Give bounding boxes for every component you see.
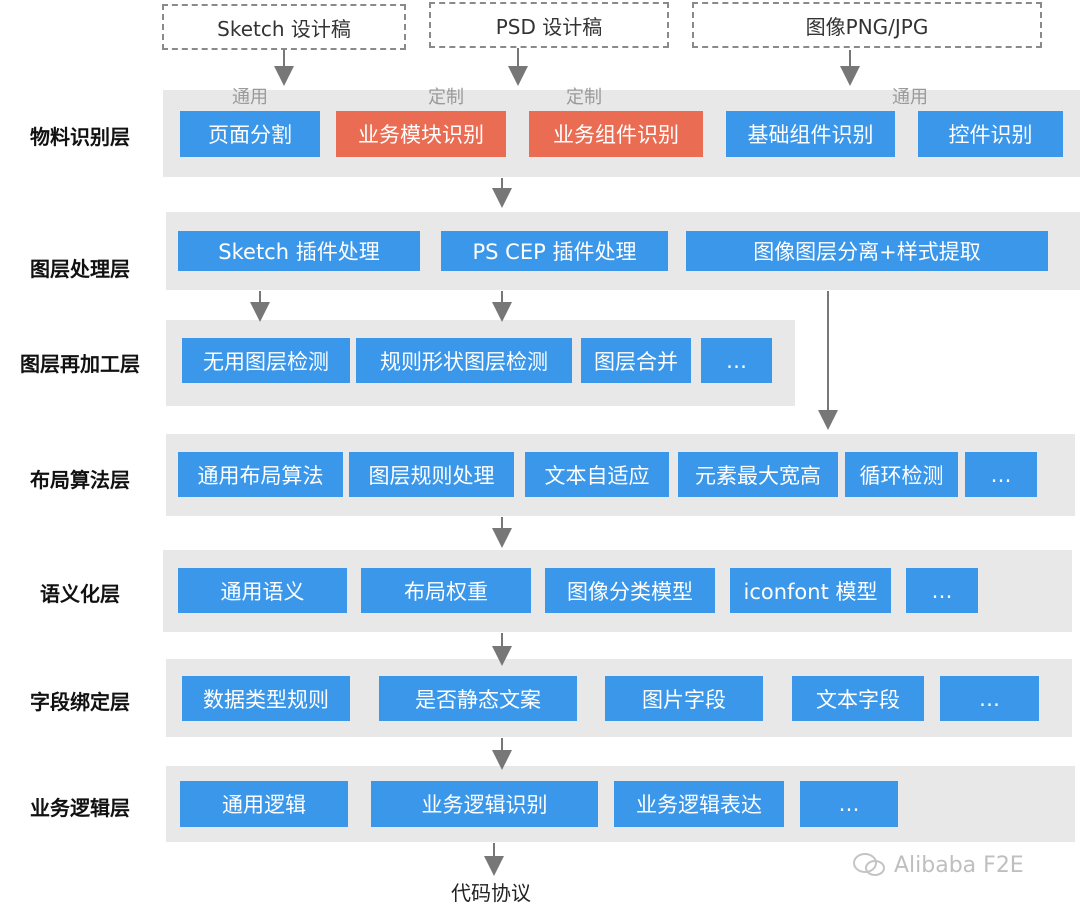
semantic-item: …: [906, 568, 978, 613]
layout-algo-item: 图层规则处理: [349, 452, 514, 497]
layout-algo-item: …: [965, 452, 1037, 497]
output-label: 代码协议: [451, 881, 531, 905]
tag-general-2: 通用: [892, 87, 928, 108]
material-item: 基础组件识别: [726, 111, 895, 157]
reprocess-item: …: [701, 338, 772, 383]
source-image: 图像PNG/JPG: [692, 2, 1042, 48]
semantic-item: 图像分类模型: [545, 568, 715, 613]
field-binding-item: 是否静态文案: [379, 676, 577, 721]
material-item: 业务模块识别: [336, 111, 506, 157]
watermark: Alibaba F2E: [852, 852, 1024, 878]
field-binding-item: …: [940, 676, 1039, 721]
reprocess-item: 规则形状图层检测: [356, 338, 572, 383]
layer-label-reprocess: 图层再加工层: [20, 352, 140, 376]
field-binding-item: 文本字段: [792, 676, 924, 721]
material-item: 页面分割: [180, 111, 320, 157]
reprocess-item: 图层合并: [581, 338, 691, 383]
wechat-icon: [853, 853, 885, 876]
business-logic-item: 通用逻辑: [180, 781, 348, 827]
layer-process-item: 图像图层分离+样式提取: [686, 231, 1048, 271]
business-logic-item: 业务逻辑表达: [614, 781, 784, 827]
tag-general-1: 通用: [232, 87, 268, 108]
layout-algo-item: 通用布局算法: [178, 452, 343, 497]
layer-label-field-binding: 字段绑定层: [30, 690, 130, 714]
field-binding-item: 图片字段: [605, 676, 763, 721]
tag-custom-2: 定制: [566, 87, 602, 108]
source-image-label: 图像PNG/JPG: [805, 14, 929, 39]
business-logic-item: …: [800, 781, 898, 827]
source-psd: PSD 设计稿: [429, 2, 669, 48]
reprocess-item: 无用图层检测: [182, 338, 350, 383]
layer-label-material: 物料识别层: [30, 125, 130, 149]
layer-label-semantic: 语义化层: [40, 582, 120, 606]
semantic-item: iconfont 模型: [730, 568, 891, 613]
source-sketch: Sketch 设计稿: [162, 4, 406, 50]
layer-process-item: PS CEP 插件处理: [441, 231, 668, 271]
material-item: 业务组件识别: [529, 111, 703, 157]
semantic-item: 通用语义: [178, 568, 347, 613]
watermark-text: Alibaba F2E: [894, 852, 1024, 878]
business-logic-item: 业务逻辑识别: [371, 781, 598, 827]
layer-process-item: Sketch 插件处理: [178, 231, 420, 271]
source-psd-label: PSD 设计稿: [495, 14, 603, 39]
layer-label-layer-process: 图层处理层: [30, 257, 130, 281]
layout-algo-item: 文本自适应: [525, 452, 669, 497]
field-binding-item: 数据类型规则: [182, 676, 350, 721]
layer-label-business-logic: 业务逻辑层: [30, 796, 130, 820]
material-item: 控件识别: [918, 111, 1063, 157]
source-sketch-label: Sketch 设计稿: [217, 16, 351, 41]
layout-algo-item: 循环检测: [845, 452, 958, 497]
layer-label-layout-algo: 布局算法层: [30, 468, 130, 492]
tag-custom-1: 定制: [428, 87, 464, 108]
semantic-item: 布局权重: [361, 568, 531, 613]
layout-algo-item: 元素最大宽高: [678, 452, 838, 497]
